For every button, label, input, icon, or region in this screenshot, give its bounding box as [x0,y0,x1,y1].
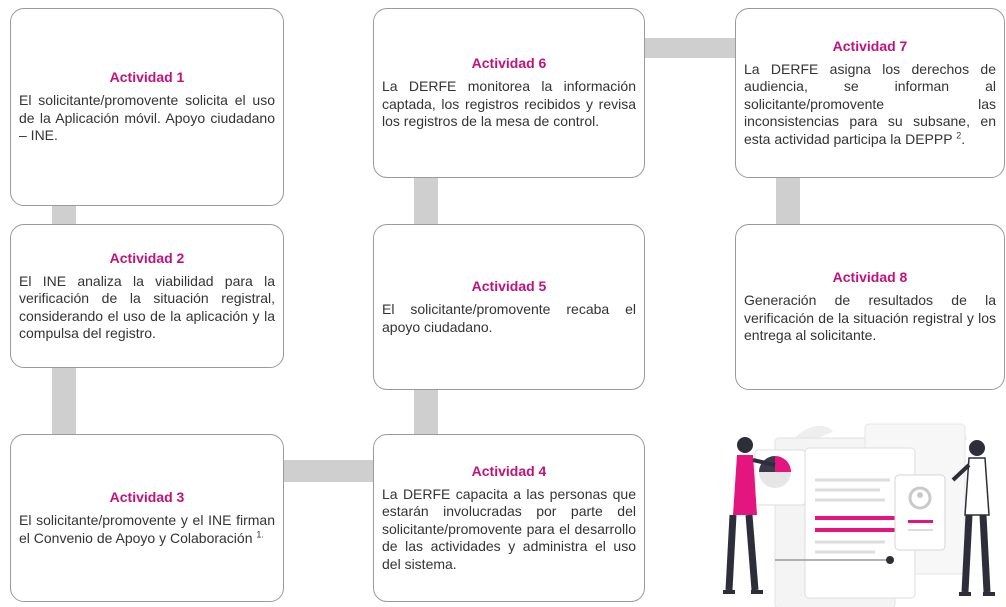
activity-text: El INE analiza la viabilidad para la ver… [19,272,275,342]
activity-text: El solicitante/promovente y el INE firma… [19,512,275,546]
connector-7-8 [776,178,800,224]
activity-card-5: Actividad 5 El solicitante/promovente re… [373,224,645,390]
footnote-marker: 1. [256,528,264,539]
activity-text: El solicitante/promovente solicita el us… [19,92,275,144]
activity-card-6: Actividad 6 La DERFE monitorea la inform… [373,8,645,178]
connector-6-7 [644,38,736,58]
activity-text: La DERFE monitorea la información captad… [382,78,636,130]
activity-card-7: Actividad 7 La DERFE asigna los derechos… [735,8,1005,178]
activity-title: Actividad 5 [471,278,547,294]
activity-text: La DERFE asigna los derechos de audienci… [744,60,996,147]
activity-card-8: Actividad 8 Generación de resultados de … [735,224,1005,390]
activity-title: Actividad 2 [109,249,185,266]
connector-5-6 [414,178,438,224]
connector-1-2 [52,206,76,224]
connector-2-3 [52,368,76,434]
activity-card-4: Actividad 4 La DERFE capacita a las pers… [373,434,645,602]
people-with-charts-illustration [723,423,995,607]
connector-4-5 [414,390,438,434]
footnote-marker: 2 [956,130,962,141]
activity-title: Actividad 6 [471,55,547,72]
activity-card-2: Actividad 2 El INE analiza la viabilidad… [10,224,284,368]
activity-card-1: Actividad 1 El solicitante/promovente so… [10,8,284,206]
activity-title: Actividad 8 [832,269,908,286]
activity-text: Generación de resultados de la verificac… [744,292,996,344]
activity-card-3: Actividad 3 El solicitante/promovente y … [10,434,284,602]
activity-title: Actividad 4 [471,462,547,479]
activity-title: Actividad 7 [832,37,908,54]
activity-title: Actividad 1 [109,69,185,86]
connector-3-4 [283,460,375,482]
activity-title: Actividad 3 [109,489,185,505]
activity-text: El solicitante/promovente recaba el apoy… [382,301,636,335]
activity-text: La DERFE capacita a las personas que est… [382,485,636,572]
